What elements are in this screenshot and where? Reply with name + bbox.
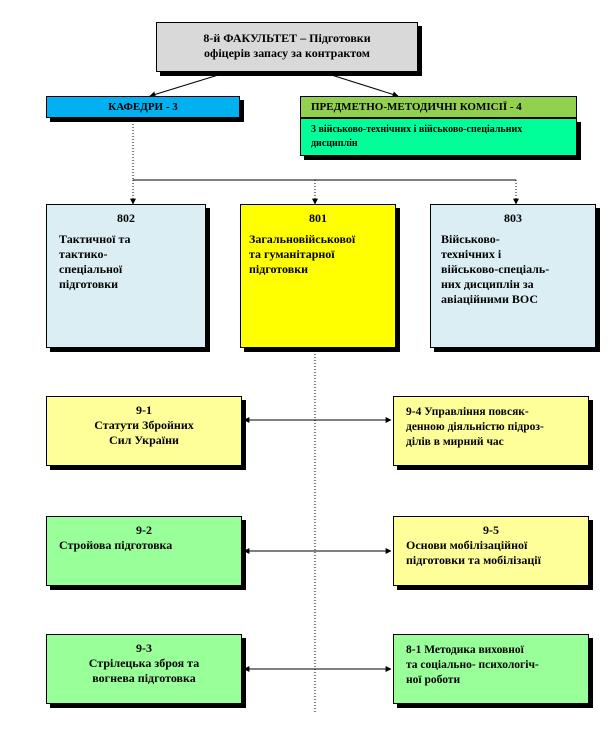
dept-802-line: тактико-: [59, 247, 108, 261]
unit-9-2-line: Стройова підготовка: [59, 538, 173, 552]
unit-9-2-box: 9-2 Стройова підготовка: [46, 516, 242, 586]
dept-802-number: 802: [117, 211, 135, 225]
unit-9-3-line: вогнева підготовка: [92, 671, 196, 685]
arrow-to-departments: [149, 71, 229, 98]
unit-9-4-line: 9-4 Управління повсяк-: [406, 406, 529, 418]
unit-9-1-box: 9-1 Статути Збройних Сил України: [46, 396, 242, 466]
unit-8-1-line: ної роботи: [406, 674, 461, 686]
dept-802-line: підготовки: [59, 277, 119, 291]
dept-801-number: 801: [309, 211, 327, 225]
unit-9-3-number: 9-3: [136, 641, 152, 655]
unit-9-4-box: 9-4 Управління повсяк- денною діяльністю…: [393, 396, 589, 466]
unit-9-4-line: денною діяльністю підроз-: [406, 421, 544, 433]
faculty-box: 8-й ФАКУЛЬТЕТ – Підготовки офіцерів запа…: [156, 22, 418, 72]
dept-802-line: Тактичної та: [59, 232, 131, 246]
faculty-title-line2: офіцерів запасу за контрактом: [204, 46, 370, 60]
unit-9-5-box: 9-5 Основи мобілізаційної підготовки та …: [393, 516, 589, 586]
commissions-label: ПРЕДМЕТНО-МЕТОДИЧНІ КОМІСІЇ - 4: [311, 101, 522, 113]
dept-801-line: Загальновійськової: [249, 232, 356, 246]
departments-header: КАФЕДРИ - 3: [46, 96, 240, 118]
dept-803-line: них дисциплін за: [441, 277, 534, 291]
unit-8-1-line: 8-1 Методика виховної: [406, 644, 524, 656]
unit-9-5-line: підготовки та мобілізації: [406, 553, 541, 567]
dept-802-line: спеціальної: [59, 262, 123, 276]
unit-8-1-line: та соціально- психологіч-: [406, 659, 539, 671]
commissions-sub-line2: дисциплін: [311, 138, 358, 149]
unit-9-5-line: Основи мобілізаційної: [406, 538, 528, 552]
dept-801-box: 801 Загальновійськової та гуманітарної п…: [240, 204, 396, 348]
dept-803-box: 803 Військово- технічних і військово-спе…: [430, 204, 596, 348]
dept-803-number: 803: [504, 211, 522, 225]
departments-label: КАФЕДРИ - 3: [108, 101, 178, 113]
commissions-sub-line1: 3 військово-технічних і військово-спеціа…: [311, 124, 523, 135]
dept-803-line: Військово-: [441, 232, 500, 246]
commissions-sub-box: 3 військово-технічних і військово-спеціа…: [300, 118, 577, 156]
dept-802-box: 802 Тактичної та тактико- спеціальної пі…: [46, 204, 206, 348]
dept-801-line: підготовки: [249, 262, 309, 276]
unit-9-3-line: Стрілецька зброя та: [88, 656, 200, 670]
dept-803-line: авіаційними ВОС: [441, 292, 539, 306]
unit-9-2-number: 9-2: [136, 523, 152, 537]
faculty-title-line1: 8-й ФАКУЛЬТЕТ – Підготовки: [203, 31, 371, 45]
unit-8-1-box: 8-1 Методика виховної та соціально- псих…: [393, 634, 589, 704]
unit-9-1-line: Статути Збройних: [94, 418, 194, 432]
unit-9-1-number: 9-1: [136, 403, 152, 417]
unit-9-5-number: 9-5: [483, 523, 499, 537]
arrow-to-commissions: [321, 71, 399, 98]
commissions-header: ПРЕДМЕТНО-МЕТОДИЧНІ КОМІСІЇ - 4: [300, 96, 577, 118]
unit-9-3-box: 9-3 Стрілецька зброя та вогнева підготов…: [46, 634, 242, 704]
dept-801-line: та гуманітарної: [249, 247, 335, 261]
unit-9-1-line: Сил України: [109, 433, 179, 447]
unit-9-4-line: ділів в мирний час: [406, 436, 504, 448]
dept-803-line: військово-спеціаль-: [441, 262, 550, 276]
dept-803-line: технічних і: [441, 247, 502, 261]
